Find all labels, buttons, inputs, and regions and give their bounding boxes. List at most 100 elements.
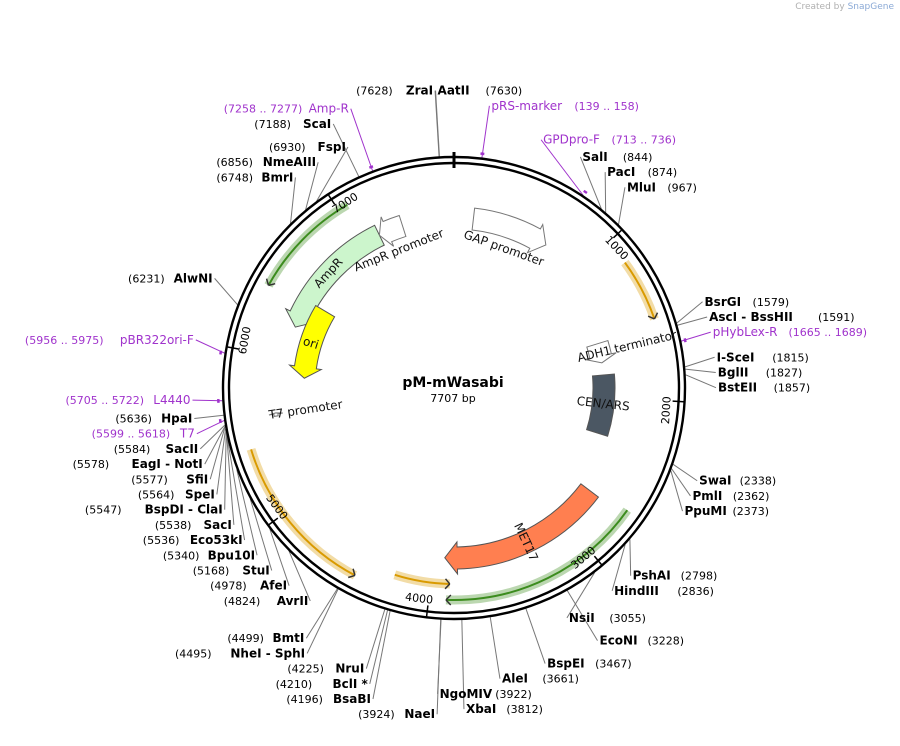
site-bmri[interactable]: BmrI(6748): [216, 170, 293, 184]
site-sali[interactable]: SalI (844): [582, 150, 652, 164]
site-bglii[interactable]: BglII(1827): [718, 365, 803, 379]
feature-t7-promoter[interactable]: [268, 412, 283, 417]
site-nsii[interactable]: NsiI(3055): [569, 611, 646, 625]
site-leader-line: [194, 414, 224, 419]
green-ampr-band: [267, 203, 348, 286]
site-eco53ki[interactable]: Eco53kI(5536): [143, 533, 243, 547]
primer-t7[interactable]: T7(5599 .. 5618): [92, 427, 195, 441]
site-alwni-name: AlwNI: [174, 271, 213, 285]
site-leader-line: [288, 550, 311, 602]
site-pshai[interactable]: PshAI(2798): [633, 569, 718, 583]
site-eagi-noti[interactable]: EagI - NotI(5578): [73, 457, 203, 471]
orange-orf-band-2-halo: [393, 570, 450, 589]
green-cds-band: [445, 509, 629, 601]
green-ampr-band-arrowhead: [265, 278, 276, 287]
primer-amp-r[interactable]: Amp-R(7258 .. 7277): [224, 102, 349, 116]
site-sacii-name: SacII: [165, 442, 198, 456]
site-bspei[interactable]: BspEI(3467): [547, 657, 632, 671]
site-spei-name: SpeI: [185, 487, 215, 501]
feature-adh1-terminator[interactable]: [584, 339, 617, 364]
site-leader-line: [671, 468, 691, 497]
scale-tick-label: 7000: [330, 190, 361, 216]
site-mlui[interactable]: MluI(967): [627, 180, 697, 194]
site-stui[interactable]: StuI(5168): [193, 563, 270, 577]
primer-t7-name: T7: [179, 427, 195, 441]
primer-gpdpro-f[interactable]: GPDpro-F(713 .. 736): [543, 133, 676, 147]
primer-gpdpro-f-name: GPDpro-F: [543, 133, 600, 147]
scale-tick: [328, 194, 336, 205]
site-avrii[interactable]: AvrII(4824): [224, 594, 309, 608]
site-i-scei[interactable]: I-SceI(1815): [717, 350, 809, 364]
site-pmli[interactable]: PmlI(2362): [692, 489, 769, 503]
site-paci-position: (874): [648, 166, 678, 179]
site-leader-line: [566, 572, 596, 619]
site-bspei-name: BspEI: [547, 657, 585, 671]
site-bglii-name: BglII: [718, 365, 749, 379]
site-afei[interactable]: AfeI(4978): [210, 579, 287, 593]
site-ngomiv[interactable]: NgoMIV(3922): [440, 687, 532, 701]
site-ppumi[interactable]: PpuMI(2373): [685, 504, 770, 518]
site-hpai[interactable]: HpaI(5636): [115, 411, 192, 425]
site-leader-line: [269, 528, 290, 586]
site-naei[interactable]: NaeI(3924): [358, 707, 435, 721]
site-zrai[interactable]: ZraI(7628): [356, 84, 433, 98]
site-eagi-noti-position: (5578): [73, 458, 110, 471]
feature-met17[interactable]: [444, 483, 600, 576]
site-nmeaiii[interactable]: NmeAIII(6856): [216, 155, 316, 169]
site-leader-line: [579, 156, 602, 209]
site-aatii[interactable]: AatII(7630): [438, 84, 523, 98]
plasmid-name: pM-mWasabi: [402, 375, 503, 391]
site-swai[interactable]: SwaI(2338): [699, 474, 776, 488]
primer-l4440-position: (5705 .. 5722): [65, 394, 144, 407]
primer-phyblex-r[interactable]: pHybLex-R(1665 .. 1689): [713, 325, 867, 339]
site-nhei-sphi[interactable]: NheI - SphI(4495): [175, 646, 305, 660]
feature-ampr-promoter[interactable]: [378, 214, 407, 247]
site-asci-bsshii[interactable]: AscI - BssHII(1591): [709, 310, 854, 324]
site-leader-line: [214, 278, 238, 305]
site-bsabi[interactable]: BsaBI(4196): [286, 692, 371, 706]
site-alwni[interactable]: AlwNI (6231): [128, 271, 213, 285]
feature-gap-promoter[interactable]: [471, 207, 547, 254]
primer-prs-marker[interactable]: pRS-marker(139 .. 158): [491, 99, 639, 113]
site-sali-name: SalI: [582, 150, 607, 164]
site-leader-line: [226, 433, 235, 525]
feature-ampr[interactable]: [284, 224, 385, 328]
site-saci[interactable]: SacI(5538): [155, 518, 232, 532]
site-fspi[interactable]: FspI(6930): [269, 140, 346, 154]
primer-pbr322ori-f-position: (5956 .. 5975): [25, 334, 104, 347]
orange-orf-band-1-halo: [621, 259, 659, 321]
site-leader-line: [670, 470, 683, 512]
site-hindiii[interactable]: HindIII(2836): [614, 584, 714, 598]
site-alwni-position: (6231): [128, 272, 165, 285]
site-nsii-position: (3055): [609, 612, 646, 625]
site-pmli-position: (2362): [733, 490, 770, 503]
site-paci[interactable]: PacI(874): [607, 165, 677, 179]
feature-ori[interactable]: [288, 304, 336, 379]
site-saci-position: (5538): [155, 519, 192, 532]
site-bsteii[interactable]: BstEII(1857): [718, 381, 810, 395]
site-asci-bsshii-position: (1591): [818, 311, 855, 324]
site-econi[interactable]: EcoNI(3228): [600, 634, 685, 648]
site-bspdi-clai[interactable]: BspDI - ClaI(5547): [85, 503, 223, 517]
site-sacii[interactable]: SacII(5584): [114, 442, 199, 456]
site-nrui[interactable]: NruI(4225): [287, 662, 364, 676]
site-i-scei-position: (1815): [772, 351, 809, 364]
primer-binding-mark: [219, 350, 223, 355]
site-sali-position: (844): [623, 151, 653, 164]
site-sfii[interactable]: SfiI(5577): [131, 472, 208, 486]
site-spei[interactable]: SpeI(5564): [138, 487, 215, 501]
site-avrii-name: AvrII: [277, 594, 309, 608]
site-leader-line: [306, 588, 339, 654]
site-bcli[interactable]: BclI *(4210): [276, 677, 369, 691]
site-scai[interactable]: ScaI(7188): [254, 117, 331, 131]
site-alei[interactable]: AleI(3661): [502, 672, 579, 686]
primer-l4440[interactable]: L4440(5705 .. 5722): [65, 393, 190, 407]
site-bmti[interactable]: BmtI(4499): [227, 631, 304, 645]
primer-pbr322ori-f[interactable]: pBR322ori-F(5956 .. 5975): [25, 333, 194, 347]
feature-cen-ars[interactable]: [585, 373, 616, 437]
green-cds-band-arrowhead: [445, 594, 452, 606]
site-bpu10i[interactable]: Bpu10I(5340): [163, 548, 255, 562]
scale-tick-label: 4000: [404, 591, 433, 607]
site-bsrgi[interactable]: BsrGI(1579): [705, 295, 790, 309]
site-xbai[interactable]: XbaI(3812): [466, 702, 543, 716]
